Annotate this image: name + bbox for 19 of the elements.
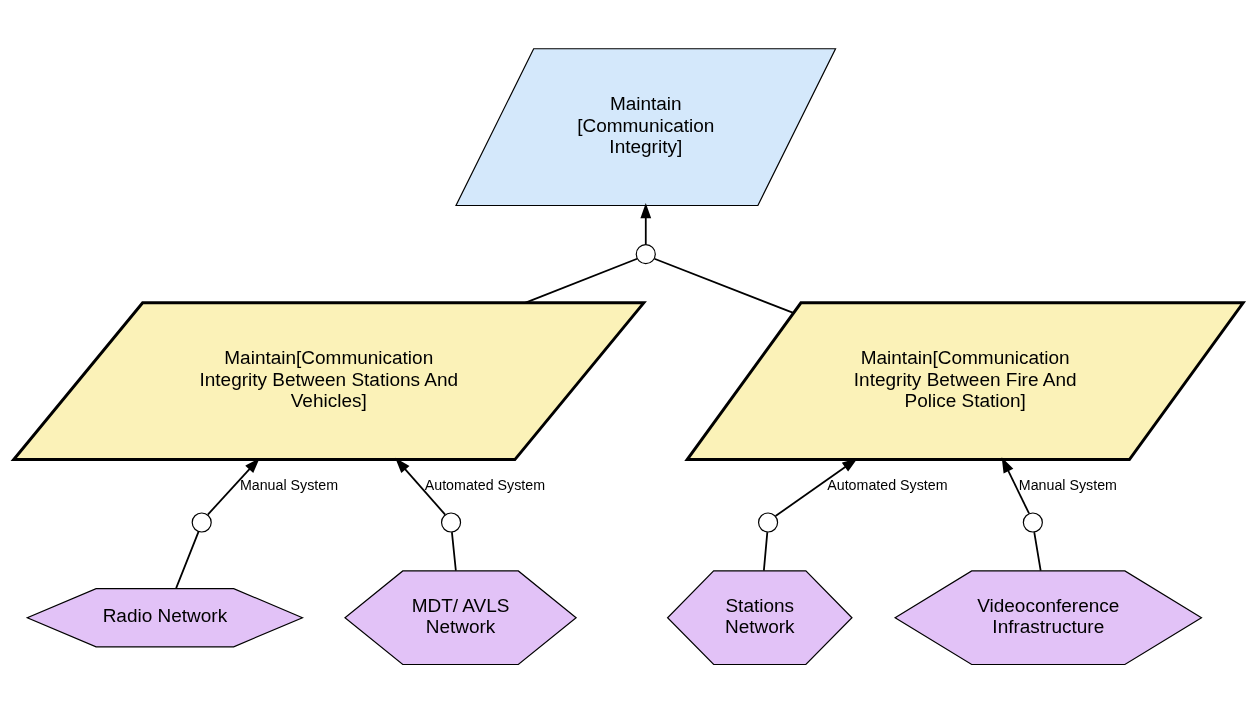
node-circle	[757, 512, 779, 533]
node-circle	[440, 512, 462, 533]
arrow	[395, 457, 447, 516]
edge-label: Manual System	[239, 476, 339, 493]
node-circle	[191, 512, 212, 533]
edge-label: Automated System	[827, 476, 948, 493]
connector	[175, 531, 200, 590]
edge-label: Automated System	[424, 476, 546, 493]
node-circle	[1022, 512, 1043, 533]
connector	[763, 531, 769, 572]
arrow	[1001, 457, 1030, 515]
arrow	[774, 458, 858, 517]
connector	[1033, 531, 1042, 572]
connector	[451, 531, 457, 572]
node-circle	[635, 244, 656, 265]
arrow	[640, 202, 652, 246]
edge-label: Manual System	[1018, 476, 1117, 493]
connector	[524, 257, 639, 304]
connector	[653, 257, 795, 314]
